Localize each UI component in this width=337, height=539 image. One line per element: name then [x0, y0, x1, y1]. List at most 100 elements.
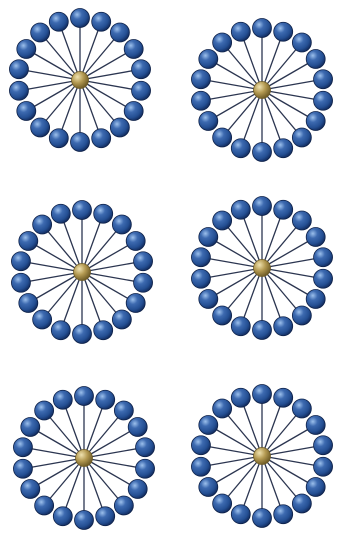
ball: [128, 480, 147, 499]
cluster-bottom-left: [13, 387, 154, 530]
ball: [274, 22, 293, 41]
ball: [71, 9, 90, 28]
ball: [306, 416, 325, 435]
hub: [254, 448, 271, 465]
ball: [191, 70, 210, 89]
ball: [199, 290, 218, 309]
ball: [96, 507, 115, 526]
ball: [292, 306, 311, 325]
ball: [94, 321, 113, 340]
ball: [96, 390, 115, 409]
ball: [213, 33, 232, 52]
ball: [191, 91, 210, 110]
ball: [199, 50, 218, 69]
ball: [253, 19, 272, 38]
hub: [254, 260, 271, 277]
ball: [114, 496, 133, 515]
ball: [253, 385, 272, 404]
ball: [134, 273, 153, 292]
hub: [74, 264, 91, 281]
ball: [19, 232, 38, 251]
ball: [110, 23, 129, 42]
ball: [92, 129, 111, 148]
hub: [254, 82, 271, 99]
ball: [231, 505, 250, 524]
ball: [75, 511, 94, 530]
ball: [9, 81, 28, 100]
ball: [128, 418, 147, 437]
ball: [314, 457, 333, 476]
ball: [136, 438, 155, 457]
cluster-top-right: [191, 19, 332, 162]
ball: [124, 40, 143, 59]
ball: [306, 290, 325, 309]
ball: [231, 317, 250, 336]
ball: [292, 494, 311, 513]
ball: [126, 232, 145, 251]
ball: [134, 252, 153, 271]
ball: [274, 388, 293, 407]
ball: [314, 248, 333, 267]
ball: [253, 509, 272, 528]
ball: [199, 416, 218, 435]
ball: [33, 215, 52, 234]
ball: [213, 128, 232, 147]
ball: [13, 459, 32, 478]
ball: [31, 23, 50, 42]
ball: [314, 269, 333, 288]
hub: [76, 450, 93, 467]
ball: [126, 294, 145, 313]
ball: [231, 388, 250, 407]
ball: [110, 118, 129, 137]
ball: [124, 102, 143, 121]
ball: [53, 390, 72, 409]
ball: [199, 112, 218, 131]
ball: [213, 399, 232, 418]
ball: [73, 201, 92, 220]
ball: [213, 494, 232, 513]
ball: [306, 50, 325, 69]
ball: [274, 200, 293, 219]
cluster-middle-left: [11, 201, 152, 344]
ball: [191, 248, 210, 267]
ball: [112, 310, 131, 329]
ball: [306, 112, 325, 131]
ball: [191, 269, 210, 288]
ball: [274, 317, 293, 336]
cluster-middle-right: [191, 197, 332, 340]
ball: [292, 399, 311, 418]
ball: [306, 228, 325, 247]
ball: [53, 507, 72, 526]
ball: [13, 438, 32, 457]
ball: [75, 387, 94, 406]
ball: [11, 252, 30, 271]
ball: [9, 60, 28, 79]
ball: [92, 12, 111, 31]
ball: [94, 204, 113, 223]
ball: [114, 401, 133, 420]
ball: [213, 306, 232, 325]
ball: [51, 321, 70, 340]
cluster-top-left: [9, 9, 150, 152]
ball: [33, 310, 52, 329]
ball: [199, 478, 218, 497]
ball: [35, 401, 54, 420]
hub: [72, 72, 89, 89]
ball: [191, 457, 210, 476]
ball: [17, 102, 36, 121]
ball: [292, 211, 311, 230]
ball: [231, 22, 250, 41]
ball: [274, 505, 293, 524]
ball: [132, 81, 151, 100]
ball: [49, 129, 68, 148]
ball: [51, 204, 70, 223]
ball: [231, 139, 250, 158]
ball: [49, 12, 68, 31]
ball: [314, 70, 333, 89]
ball: [314, 91, 333, 110]
clusters-layer: [9, 9, 332, 530]
ball: [274, 139, 293, 158]
ball: [253, 143, 272, 162]
ball: [199, 228, 218, 247]
